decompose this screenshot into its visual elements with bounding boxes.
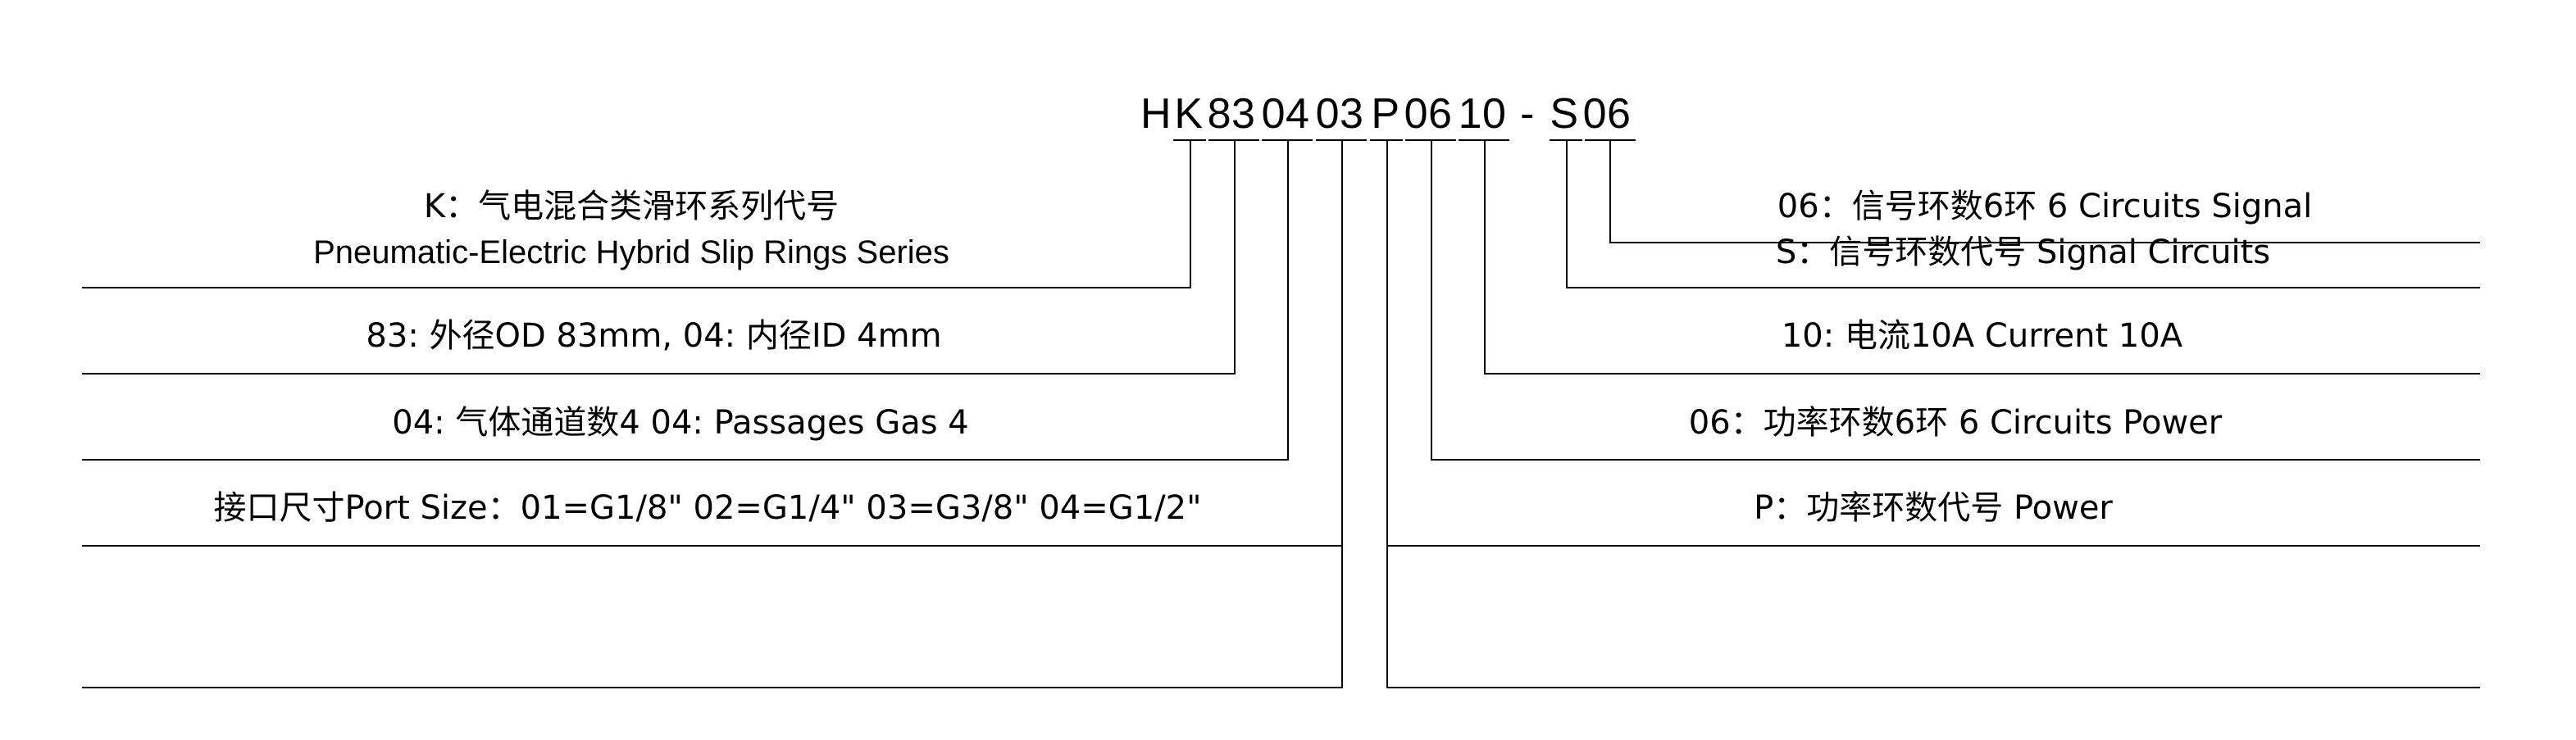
leader-hline-bottom-right bbox=[1386, 687, 2480, 688]
leader-vline-gas-bottom bbox=[1341, 545, 1343, 687]
leader-hline-s bbox=[1566, 287, 2480, 288]
code-segment-current: 10 bbox=[1458, 90, 1507, 138]
leader-hline-od bbox=[82, 373, 1236, 375]
code-segment-id: 04 bbox=[1261, 90, 1310, 138]
leader-hline-signal-circuits bbox=[1609, 242, 2480, 243]
left-label-port-size: 接口尺寸Port Size：01=G1/8" 02=G1/4" 03=G3/8"… bbox=[213, 489, 1202, 527]
code-segment-power-circuits: 06 bbox=[1404, 90, 1453, 138]
code-segment-p: P bbox=[1371, 90, 1400, 138]
leader-vline-k bbox=[1190, 139, 1191, 287]
leader-vline-od bbox=[1234, 139, 1236, 373]
leader-vline-current bbox=[1484, 139, 1486, 373]
code-segment-s: S bbox=[1550, 90, 1579, 138]
code-segment-od: 83 bbox=[1207, 90, 1256, 138]
left-label-k-en: Pneumatic-Electric Hybrid Slip Rings Ser… bbox=[313, 234, 949, 270]
code-segment-k: K bbox=[1174, 90, 1204, 138]
leader-hline-k bbox=[82, 287, 1191, 288]
left-label-k-cn: K：气电混合类滑环系列代号 bbox=[423, 188, 840, 225]
code-segment-h: H bbox=[1140, 90, 1172, 138]
right-label-power-code: P：功率环数代号 Power bbox=[1754, 489, 2113, 527]
leader-vline-id bbox=[1287, 139, 1289, 459]
right-label-signal-circuits-count: 06：信号环数6环 6 Circuits Signal bbox=[1777, 188, 2313, 225]
leader-hline-bottom-left bbox=[82, 687, 1343, 688]
leader-vline-power-circuits bbox=[1431, 139, 1432, 459]
code-segment-signal-circuits: 06 bbox=[1582, 90, 1632, 138]
right-label-power-circuits-count: 06：功率环数6环 6 Circuits Power bbox=[1688, 404, 2223, 442]
leader-hline-id bbox=[82, 459, 1289, 461]
leader-hline-p bbox=[1386, 545, 2480, 547]
leader-vline-p-bottom bbox=[1386, 545, 1388, 687]
leader-hline-gas bbox=[82, 545, 1343, 547]
leader-vline-s bbox=[1566, 139, 1568, 287]
leader-vline-signal-circuits bbox=[1609, 139, 1611, 242]
left-label-gas-passages: 04: 气体通道数4 04: Passages Gas 4 bbox=[392, 404, 969, 442]
left-label-od-id: 83: 外径OD 83mm, 04: 内径ID 4mm bbox=[366, 317, 942, 355]
code-segment-gas: 03 bbox=[1315, 90, 1364, 138]
code-segment-dash: - bbox=[1520, 90, 1535, 138]
right-label-signal-code: S：信号环数代号 Signal Circuits bbox=[1775, 234, 2271, 271]
right-label-current: 10: 电流10A Current 10A bbox=[1781, 317, 2183, 355]
leader-vline-p bbox=[1386, 139, 1388, 545]
leader-vline-gas bbox=[1341, 139, 1343, 545]
leader-hline-power-circuits bbox=[1431, 459, 2480, 461]
leader-hline-current bbox=[1484, 373, 2480, 375]
